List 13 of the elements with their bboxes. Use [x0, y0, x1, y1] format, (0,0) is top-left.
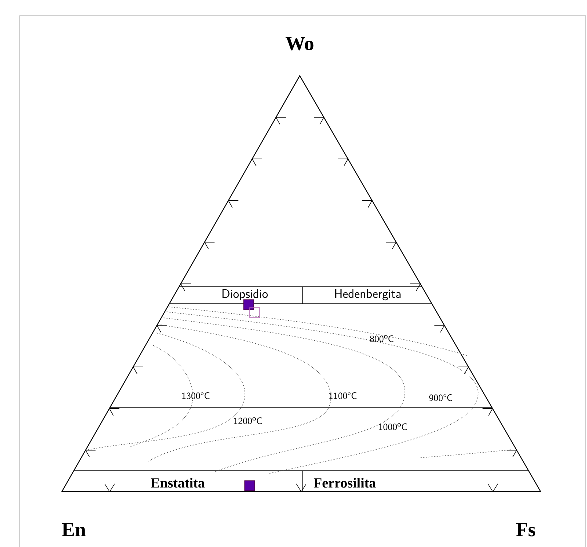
phase-name: Enstatita — [151, 478, 205, 488]
phase-name: Diopsidio — [222, 289, 268, 301]
vertex-label: En — [62, 523, 86, 537]
vertex-label: Fs — [516, 523, 536, 537]
isotherm-label: 800ºC — [370, 336, 394, 342]
isotherm-label: 1300°C — [182, 392, 210, 400]
isotherm-label: 900°C — [430, 394, 452, 402]
isotherm-label: 1200ºC — [234, 418, 262, 424]
phase-name: Ferrosilita — [314, 478, 376, 488]
phase-name: Hedenbergita — [336, 289, 401, 301]
isotherm-label: 1100°C — [330, 392, 357, 400]
isotherm-label: 1000ºC — [379, 424, 407, 430]
vertex-label: Wo — [286, 37, 314, 51]
